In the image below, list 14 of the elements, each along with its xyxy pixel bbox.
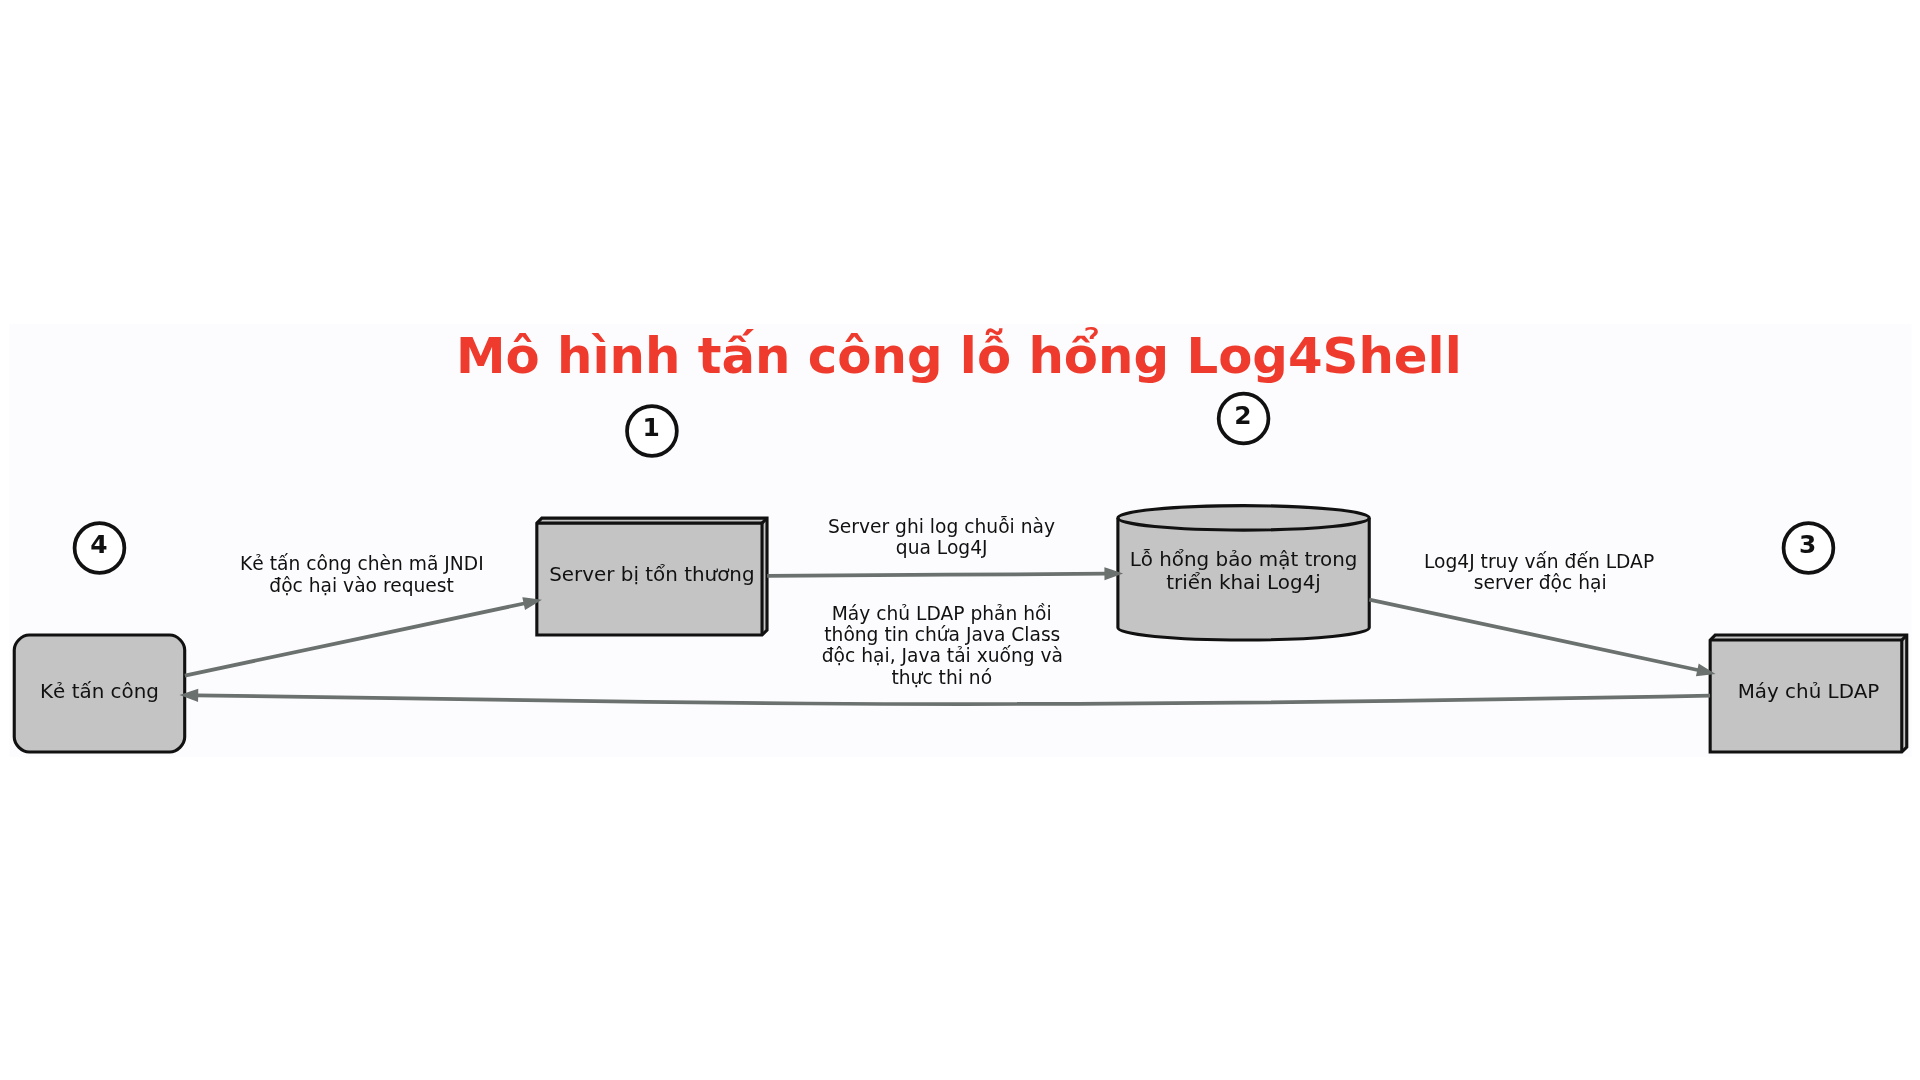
node-circle: 2 [1216,391,1270,445]
node-circle: 3 [1781,520,1835,575]
edge-label: Kẻ tấn công chèn mã JNDI độc hại vào request [239,552,484,596]
arrow [766,566,1123,580]
node-circle: 4 [72,520,126,575]
node-box: Kẻ tấn công [12,633,186,754]
diagram-title: Mô hình tấn công lỗ hổng Log4Shell [455,326,1462,385]
arrow [1368,597,1716,676]
arrow [183,596,542,677]
node-circle: 1 [624,403,679,458]
arrow [178,688,1710,706]
edge-label: Log4J truy vấn đến LDAP server độc hại [1423,550,1654,593]
edge-label: Server ghi log chuỗi này qua Log4J [827,515,1055,558]
edge-label: Máy chủ LDAP phản hồi thông tin chứa Java Class độc hại, Java tải xuống và thực thi nó [821,602,1063,688]
